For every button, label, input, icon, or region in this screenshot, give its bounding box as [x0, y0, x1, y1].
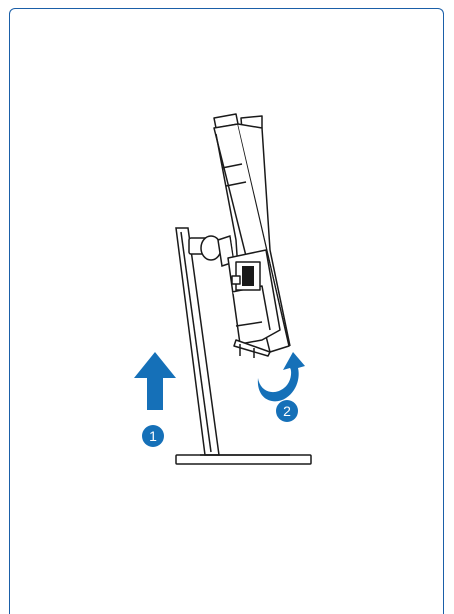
step-2-badge: [276, 400, 298, 422]
diagram-frame: [9, 8, 444, 614]
stand-column: [175, 227, 220, 456]
step-1-number: 1: [149, 428, 157, 444]
step-2-number: 2: [283, 403, 291, 419]
step-1: 1: [134, 352, 176, 447]
stand-hinge: [188, 235, 235, 267]
step-1-badge: [142, 425, 164, 447]
up-arrow-icon: [134, 352, 176, 410]
curved-up-arrow-icon: [257, 352, 305, 402]
step-2: 2: [257, 352, 305, 422]
stand-base: [175, 454, 312, 465]
monitor-side-view: [213, 113, 291, 358]
